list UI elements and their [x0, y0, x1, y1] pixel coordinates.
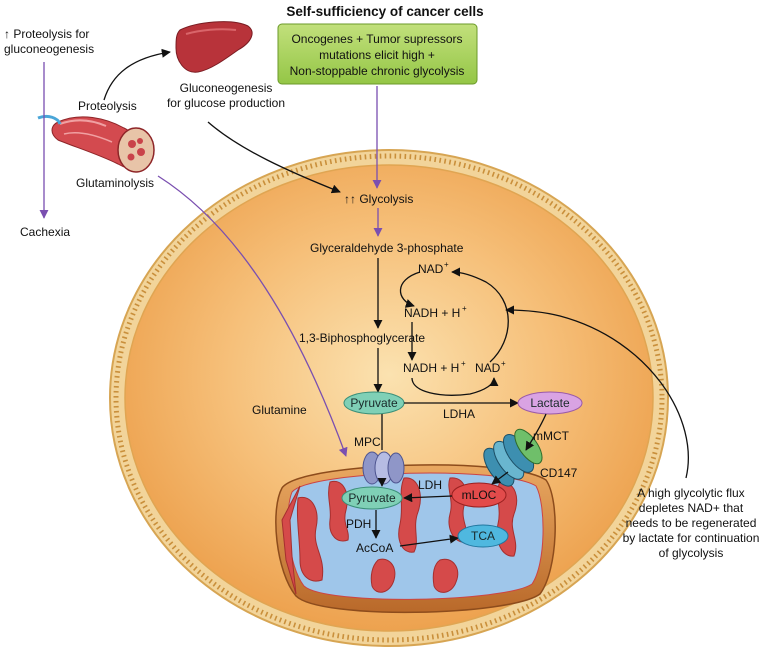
svg-text:Lactate: Lactate: [530, 396, 570, 410]
tca-pill: TCA: [457, 524, 509, 548]
cd147-label: CD147: [540, 466, 578, 480]
arrow-acoa-to-tca: [399, 534, 459, 547]
pyruvate-pill: Pyruvate: [343, 391, 405, 415]
arrow-lactate-to-mmct: [525, 413, 547, 451]
bpg-label: 1,3-Biphosphoglycerate: [299, 331, 425, 345]
nadh-low: NADH + H +: [403, 359, 466, 375]
gluconeogenesis-line-1: Gluconeogenesis: [180, 81, 273, 95]
svg-text:NADH + H: NADH + H: [404, 306, 460, 320]
oncogene-line-2: mutations elicit high +: [319, 48, 435, 62]
nadh-top: NADH + H +: [404, 304, 467, 320]
arrow-mloc-to-pyruvate: [403, 493, 453, 503]
svg-text:of glycolysis: of glycolysis: [659, 546, 724, 560]
glutaminolysis-label: Glutaminolysis: [76, 176, 154, 190]
glycolysis-label: ↑↑ Glycolysis: [344, 192, 413, 206]
acoa-label: AcCoA: [356, 541, 393, 555]
svg-text:NAD: NAD: [418, 262, 444, 276]
svg-text:Pyruvate: Pyruvate: [348, 491, 396, 505]
svg-text:Pyruvate: Pyruvate: [350, 396, 398, 410]
arrow-glutaminolysis-to-mpc: [157, 175, 348, 457]
svg-text:+: +: [461, 359, 466, 368]
svg-text:by lactate for continuation: by lactate for continuation: [623, 531, 760, 545]
g3p-label: Glyceraldehyde 3-phosphate: [310, 241, 464, 255]
arrow-note-to-nad-cycle: [505, 305, 689, 479]
svg-text:NADH + H: NADH + H: [403, 361, 459, 375]
arrow-liver-to-glycolysis: [207, 121, 341, 194]
ldha-label: LDHA: [443, 407, 475, 421]
gluconeogenesis-line-2: for glucose production: [167, 96, 285, 110]
mito-pyruvate-pill: Pyruvate: [341, 486, 403, 510]
proteolysis-up-line-2: gluconeogenesis: [4, 42, 94, 56]
arrow-proteolysis-to-liver: [103, 48, 171, 101]
nad-low: NAD +: [475, 359, 506, 375]
mloc-pill: mLOC: [451, 482, 507, 508]
svg-text:+: +: [501, 359, 506, 368]
svg-text:needs to be regenerated: needs to be regenerated: [626, 516, 757, 530]
liver-icon: [175, 21, 253, 73]
lactate-pill: Lactate: [517, 391, 583, 415]
note-text: A high glycolytic flux depletes NAD+ tha…: [623, 486, 760, 560]
svg-text:A high glycolytic flux: A high glycolytic flux: [637, 486, 744, 500]
mmct-label: mMCT: [533, 429, 570, 443]
glutamine-label: Glutamine: [252, 403, 307, 417]
pdh-label: PDH: [346, 517, 371, 531]
ldh-label: LDH: [418, 478, 442, 492]
svg-text:TCA: TCA: [471, 529, 495, 543]
mpc-transporter: [362, 451, 405, 485]
arrow-mmct-to-mloc: [491, 471, 509, 485]
oncogene-box: Oncogenes + Tumor supressors mutations e…: [277, 23, 478, 85]
diagram-title: Self-sufficiency of cancer cells: [286, 4, 483, 19]
nad-top: NAD +: [418, 260, 449, 276]
cachexia-label: Cachexia: [20, 225, 70, 239]
svg-text:+: +: [462, 304, 467, 313]
arrow-nad-loop-up: [451, 267, 509, 363]
muscle-icon: [37, 114, 155, 173]
oncogene-line-3: Non-stoppable chronic glycolysis: [290, 64, 465, 78]
cell-membrane-dots: [113, 153, 665, 643]
svg-text:+: +: [444, 260, 449, 269]
svg-text:NAD: NAD: [475, 361, 501, 375]
arrow-nad-to-nadh: [399, 271, 421, 308]
proteolysis-label: Proteolysis: [78, 99, 137, 113]
svg-text:mLOC: mLOC: [462, 488, 497, 502]
arrow-nadh-to-nad-curve: [411, 377, 499, 396]
svg-text:depletes NAD+ that: depletes NAD+ that: [639, 501, 744, 515]
oncogene-line-1: Oncogenes + Tumor supressors: [291, 32, 462, 46]
proteolysis-up-line-1: ↑ Proteolysis for: [4, 27, 89, 41]
mpc-label: MPC: [354, 435, 381, 449]
mitochondrion: [275, 464, 556, 614]
